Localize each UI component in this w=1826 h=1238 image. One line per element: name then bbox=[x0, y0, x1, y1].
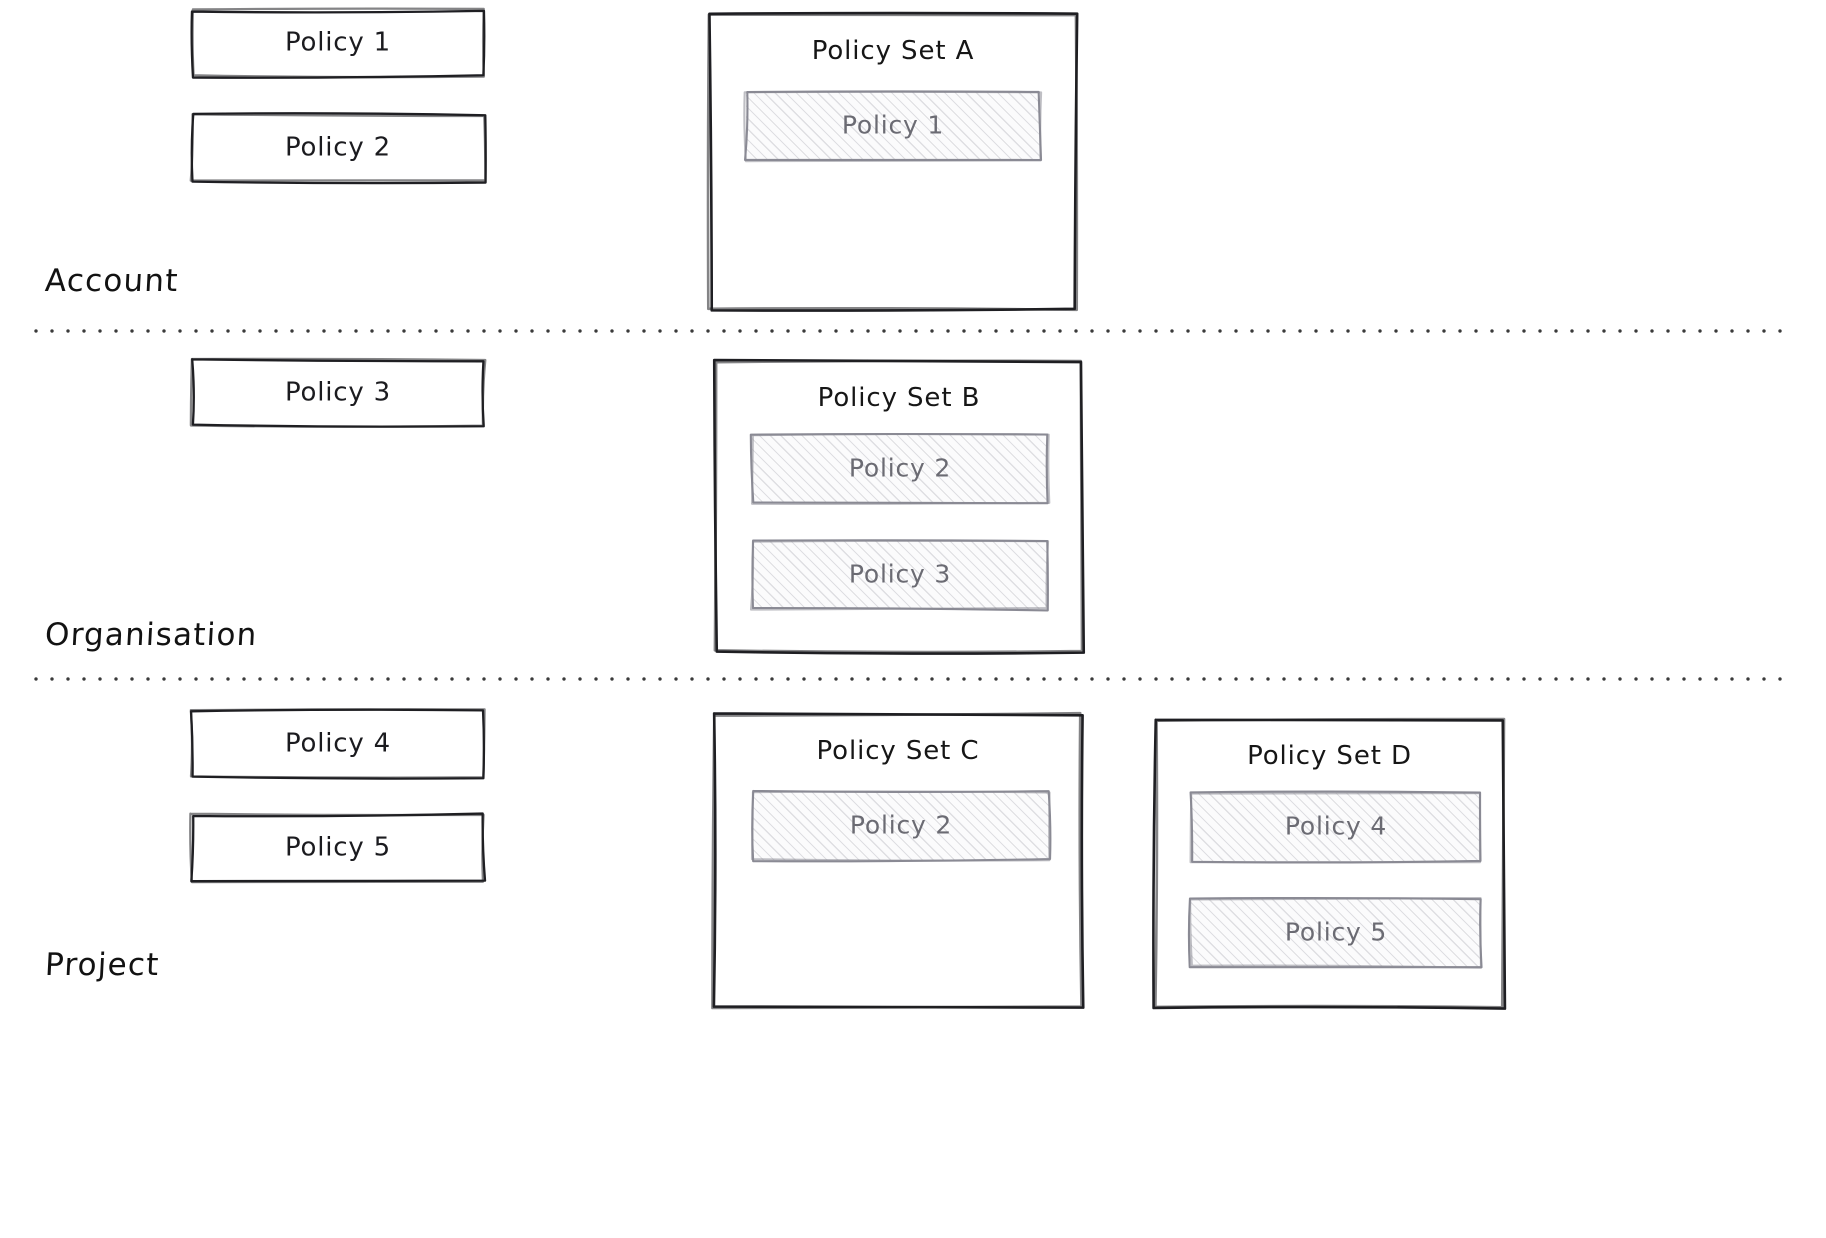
policy-chip[interactable]: Policy 1 bbox=[743, 90, 1043, 163]
policy-chip[interactable]: Policy 3 bbox=[749, 539, 1050, 612]
policy-box-organisation-0[interactable]: Policy 3 bbox=[189, 357, 487, 428]
policy-chip[interactable]: Policy 2 bbox=[749, 432, 1051, 505]
policy-set-policy-set-a[interactable]: Policy Set A Policy 1 bbox=[706, 11, 1079, 312]
policy-box-label: Policy 1 bbox=[285, 27, 391, 58]
policy-chip-label: Policy 5 bbox=[1284, 917, 1388, 947]
policy-set-title: Policy Set C bbox=[816, 736, 980, 766]
policy-chip[interactable]: Policy 2 bbox=[750, 789, 1052, 863]
policy-set-title: Policy Set A bbox=[811, 36, 975, 66]
policy-box-project-1[interactable]: Policy 5 bbox=[189, 812, 487, 884]
policy-set-title: Policy Set B bbox=[817, 383, 981, 413]
policy-chip-label: Policy 4 bbox=[1284, 811, 1388, 841]
policy-box-label: Policy 4 bbox=[285, 728, 391, 759]
separator-organisation-project bbox=[34, 677, 1792, 681]
policy-box-label: Policy 2 bbox=[285, 132, 391, 163]
policy-chip[interactable]: Policy 4 bbox=[1189, 790, 1482, 864]
policy-set-policy-set-d[interactable]: Policy Set D Policy 4 Policy 5 bbox=[1152, 717, 1507, 1010]
policy-set-title: Policy Set D bbox=[1247, 741, 1412, 771]
policy-box-account-1[interactable]: Policy 2 bbox=[189, 112, 487, 185]
policy-chip-label: Policy 3 bbox=[848, 559, 952, 589]
policy-chip-label: Policy 1 bbox=[841, 110, 945, 140]
separator-account-organisation bbox=[34, 329, 1792, 333]
policy-box-label: Policy 5 bbox=[285, 832, 391, 863]
tier-label-account: Account bbox=[44, 263, 180, 299]
tier-label-project: Project bbox=[44, 947, 161, 983]
policy-set-policy-set-c[interactable]: Policy Set C Policy 2 bbox=[711, 711, 1085, 1010]
policy-box-account-0[interactable]: Policy 1 bbox=[190, 7, 486, 79]
policy-set-policy-set-b[interactable]: Policy Set B Policy 2 Policy 3 bbox=[712, 358, 1086, 655]
policy-box-label: Policy 3 bbox=[285, 377, 391, 408]
policy-chip[interactable]: Policy 5 bbox=[1187, 896, 1483, 969]
policy-chip-label: Policy 2 bbox=[848, 453, 952, 483]
tier-label-organisation: Organisation bbox=[44, 617, 259, 653]
policy-chip-label: Policy 2 bbox=[849, 810, 953, 840]
policy-box-project-0[interactable]: Policy 4 bbox=[189, 708, 486, 780]
